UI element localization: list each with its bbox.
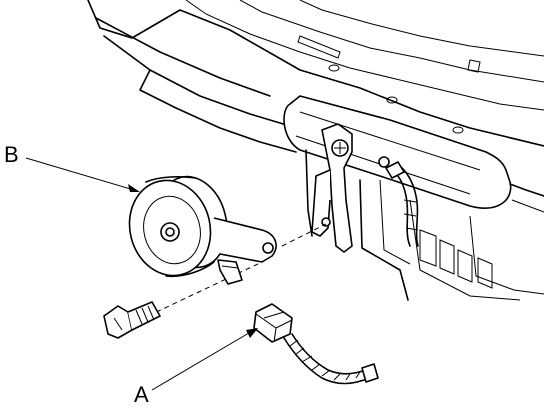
mounting-bracket bbox=[311, 123, 390, 253]
callout-a-arrowhead bbox=[246, 328, 258, 338]
alignment-guides bbox=[147, 223, 327, 317]
frame-harness bbox=[385, 161, 419, 247]
callout-b-label: B bbox=[4, 142, 19, 167]
callout-b: B bbox=[4, 142, 140, 192]
connector-icon bbox=[253, 303, 379, 385]
callout-a: A bbox=[134, 328, 258, 407]
callout-b-arrowhead bbox=[128, 184, 140, 192]
horn-icon bbox=[128, 175, 277, 285]
body-frame bbox=[87, 0, 544, 153]
callout-a-label: A bbox=[134, 382, 149, 407]
bolt-icon bbox=[103, 301, 161, 339]
